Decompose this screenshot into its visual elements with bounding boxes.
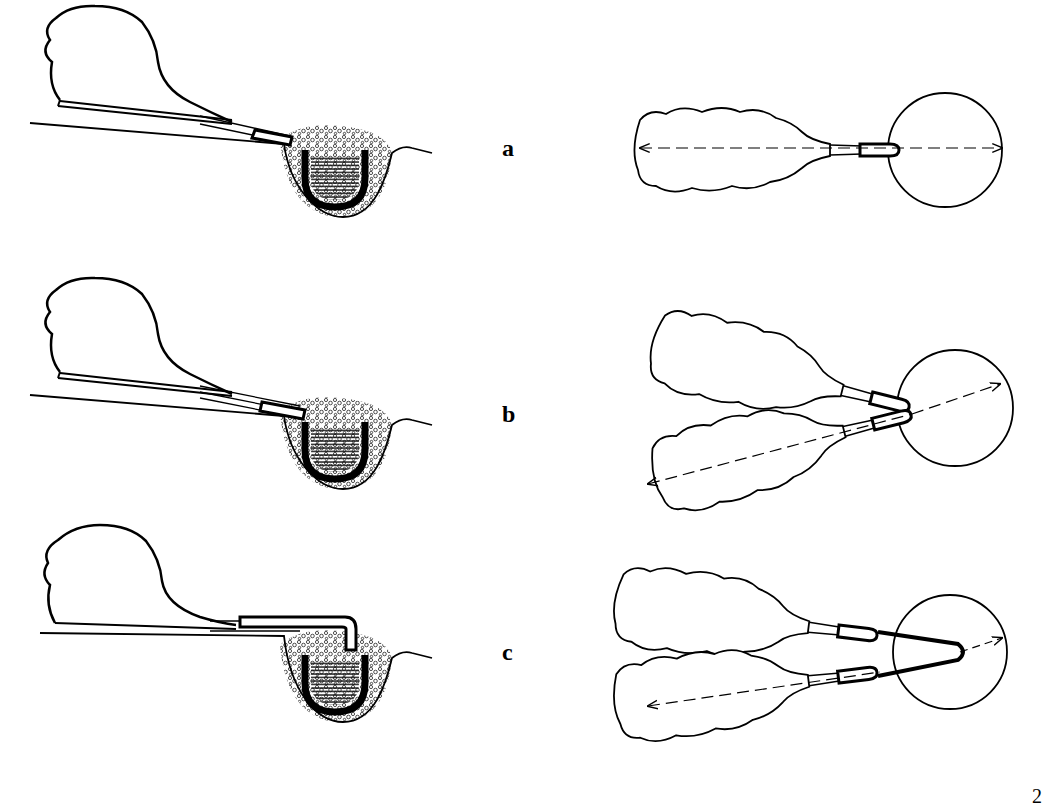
figure-number: 2 [1032,786,1042,806]
top-view-a [634,93,1002,207]
top-view-b [642,303,1013,520]
panel-letter: a [502,136,514,160]
panel-letter: c [502,640,513,664]
side-view-c [40,525,432,722]
top-view-c [609,562,1007,746]
panel-letter: b [502,402,515,426]
side-view-a [30,6,432,217]
side-view-b [30,278,432,489]
